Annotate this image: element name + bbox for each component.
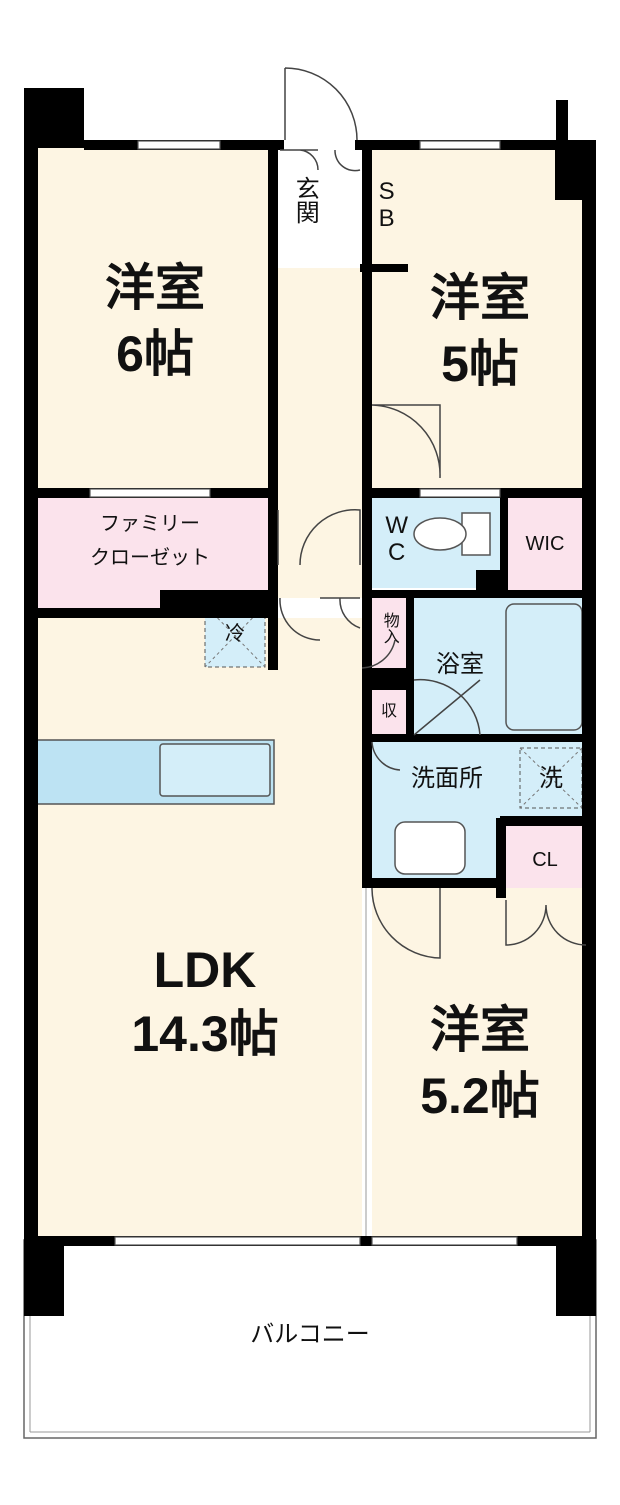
bath-label: 浴室 (436, 651, 484, 678)
wash-basin (394, 821, 466, 875)
room-western-6-size: 6帖 (116, 326, 194, 382)
room-western-52-name: 洋室 (430, 1002, 530, 1058)
wc-label: WC (383, 512, 411, 566)
room-western-5-size: 5帖 (441, 336, 519, 392)
entrance-label: 玄関 (291, 176, 319, 224)
room-western-6-floor (36, 148, 273, 493)
kitchen-sink (159, 743, 271, 797)
doors (277, 67, 587, 959)
washer-mark (519, 747, 583, 809)
wic-floor (505, 498, 585, 590)
room-western-5-floor (370, 148, 585, 493)
room-western-52-floor (372, 888, 585, 1236)
ldk-name: LDK (153, 942, 257, 998)
ldk-floor (36, 618, 362, 1236)
fridge-label: 冷 (225, 623, 245, 645)
washer-label: 洗 (539, 765, 563, 792)
washroom-label: 洗面所 (411, 765, 483, 792)
ldk-size: 14.3帖 (131, 1006, 279, 1062)
balcony-area (23, 1239, 597, 1439)
storage-label: 物入 (380, 612, 398, 644)
closet-small-floor (372, 690, 406, 735)
room-western-5-name: 洋室 (430, 270, 530, 326)
room-western-52-size: 5.2帖 (420, 1068, 540, 1124)
toilet-bowl (413, 517, 467, 551)
wic-label: WIC (525, 533, 565, 555)
balcony-label: バルコニー (250, 1321, 370, 1348)
family-closet-label-1: ファミリー (100, 513, 200, 535)
hall-floor (278, 268, 368, 598)
room-entrance-floor (278, 148, 368, 268)
closet-small-label: 収 (380, 703, 397, 720)
room-western-6-name: 洋室 (105, 260, 205, 316)
shoe-box-label: SB (373, 178, 401, 232)
windows (89, 140, 518, 1246)
cl-floor (505, 826, 585, 896)
family-closet-label-2: クローゼット (90, 547, 210, 569)
storage-floor (372, 598, 408, 668)
bathtub (505, 603, 583, 731)
cl-label: CL (532, 849, 558, 871)
